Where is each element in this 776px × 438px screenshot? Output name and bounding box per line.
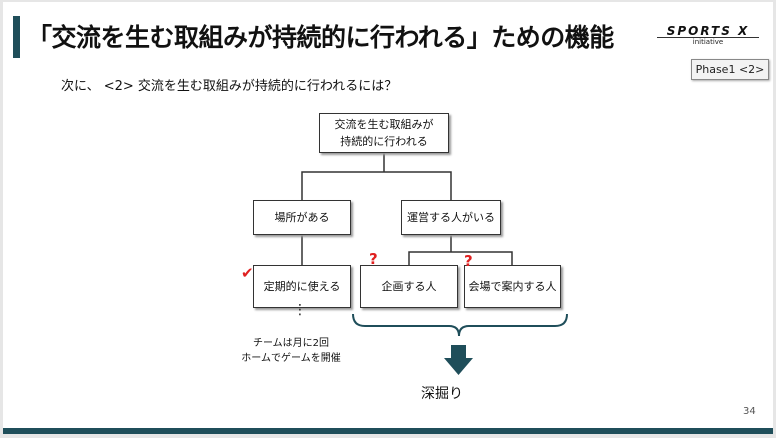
note-line-1: チームは月に2回	[252, 338, 330, 349]
subtitle: 次に、 <2> 交流を生む取組みが持続的に行われるには？	[61, 79, 398, 94]
box-root: 交流を生む取組みが 持続的に行われる	[319, 113, 449, 153]
vertical-ellipsis: ⋮	[293, 302, 307, 318]
connector-right-leaves	[408, 235, 513, 265]
check-icon: ✔	[241, 264, 254, 282]
logo-subtext: initiative	[692, 38, 724, 46]
box-regular-use: 定期的に使える	[253, 265, 351, 308]
box-planner: 企画する人	[360, 265, 458, 308]
page-number: 34	[743, 406, 756, 417]
question-mark-venue-guide: ?	[464, 252, 473, 270]
note-line-2: ホームでゲームを開催	[241, 353, 341, 364]
sportsx-logo: SPORTS X initiative	[653, 24, 763, 50]
footer-bar	[3, 428, 773, 434]
deep-dig-label: 深掘り	[421, 386, 463, 402]
tree-connectors	[301, 153, 568, 375]
deep-dig-arrow	[444, 345, 473, 375]
connector-root-children	[301, 153, 452, 200]
box-place: 場所がある	[253, 200, 351, 235]
logo-underline	[657, 37, 759, 38]
slide: 「交流を生む取組みが持続的に行われる」ための機能 SPORTS X initia…	[3, 2, 773, 434]
phase-label: Phase1 <2>	[691, 59, 769, 80]
title-accent-bar	[13, 16, 20, 58]
schedule-note: チームは月に2回 ホームでゲームを開催	[231, 336, 351, 366]
box-operators: 運営する人がいる	[401, 200, 501, 235]
box-venue-guide: 会場で案内する人	[464, 265, 561, 308]
slide-title: 「交流を生む取組みが持続的に行われる」ための機能	[27, 23, 614, 52]
deep-dig-brace	[352, 313, 568, 337]
logo-text: SPORTS X	[666, 24, 750, 38]
question-mark-planner: ?	[369, 250, 378, 268]
